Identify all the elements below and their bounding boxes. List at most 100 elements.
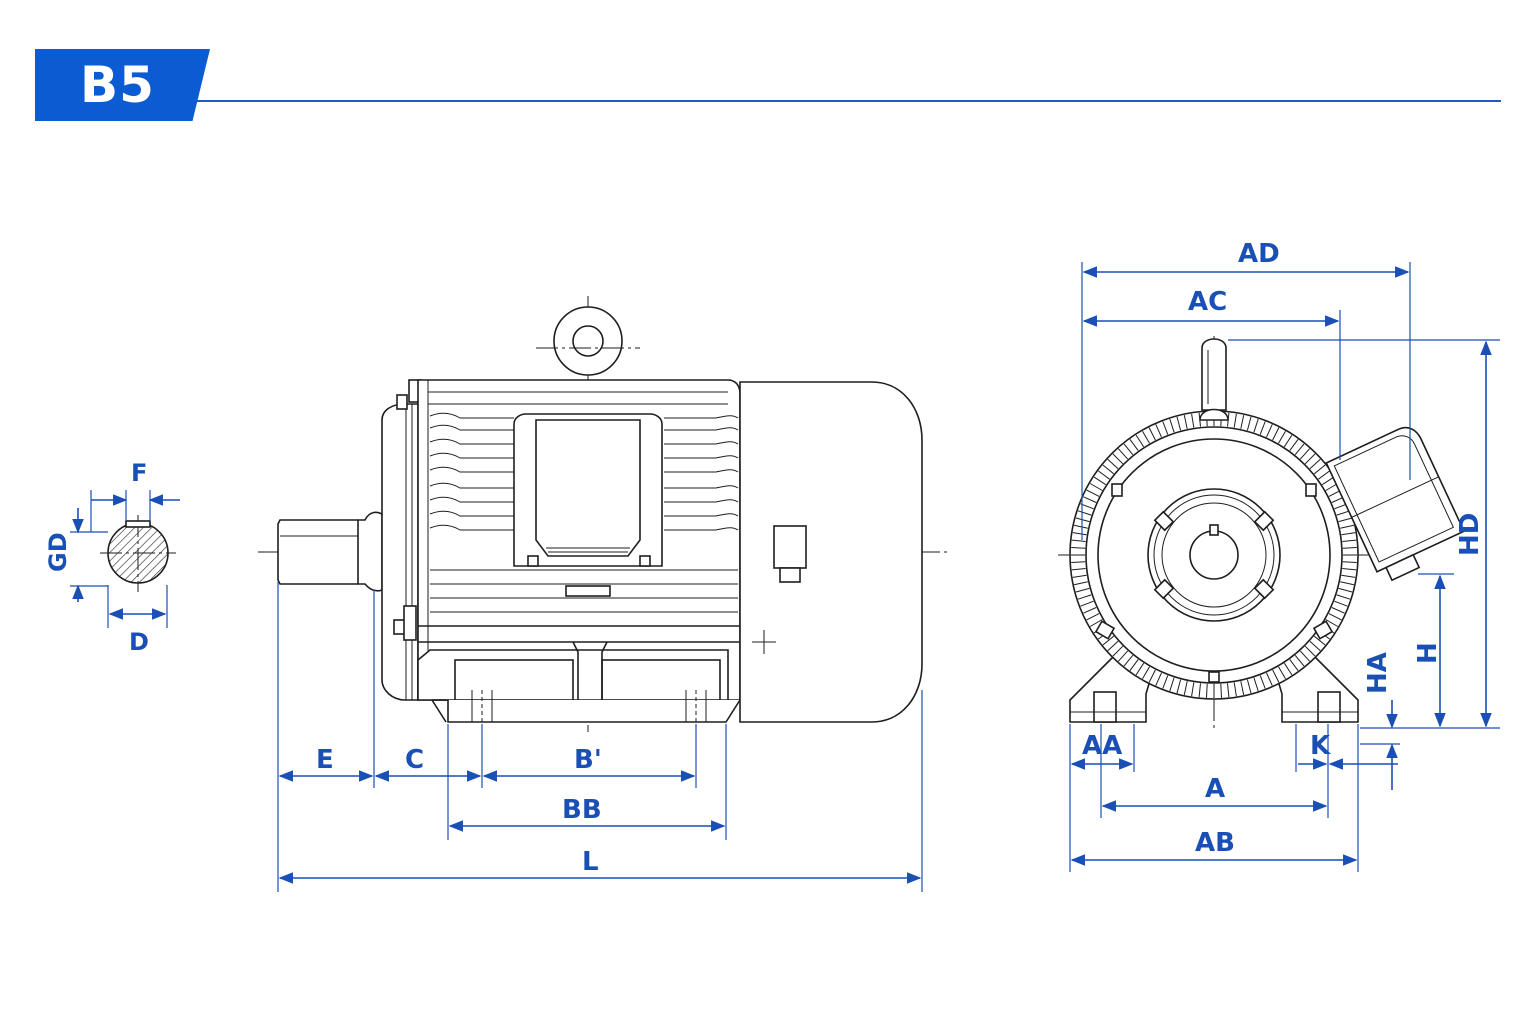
lifting-eye xyxy=(553,306,623,376)
fin-line xyxy=(1313,635,1326,646)
fin-line xyxy=(1080,503,1094,510)
fin-line xyxy=(1240,681,1245,696)
fin-line xyxy=(1123,443,1134,456)
fin-line xyxy=(1289,439,1299,451)
fin-line xyxy=(1309,640,1321,652)
fin-line xyxy=(1155,424,1162,438)
fin-line xyxy=(1220,683,1222,698)
fin-line xyxy=(1162,675,1169,689)
fin-line xyxy=(1198,683,1201,698)
fin-line xyxy=(1338,587,1353,593)
fin-line xyxy=(1071,539,1086,542)
fin-line xyxy=(1304,645,1316,657)
fin-line xyxy=(1117,650,1129,662)
fin-line xyxy=(1340,581,1355,586)
radial-fins xyxy=(1071,412,1357,698)
fin-line xyxy=(1336,510,1351,516)
fin-line xyxy=(1176,679,1182,694)
fin-line xyxy=(1259,421,1266,435)
fin-line xyxy=(1299,448,1311,460)
fin-line xyxy=(1107,458,1119,470)
fin-line xyxy=(1309,458,1321,470)
fin-line xyxy=(1259,675,1266,689)
label-C: C xyxy=(405,745,424,775)
label-GD: GD xyxy=(44,532,72,572)
fin-line xyxy=(1342,539,1357,542)
fin-line xyxy=(1266,672,1273,686)
badge-label: B5 xyxy=(80,56,155,114)
fin-line xyxy=(1112,645,1124,657)
fin-line xyxy=(1083,607,1097,614)
front-end-shield xyxy=(381,403,419,701)
fin-line xyxy=(1336,594,1351,600)
fin-line xyxy=(1142,666,1150,680)
fin-line xyxy=(1071,547,1086,549)
motor-side-view: E C B' BB L xyxy=(258,296,948,892)
fin-line xyxy=(1089,483,1103,491)
fin-line xyxy=(1253,418,1259,433)
fin-line xyxy=(1206,683,1208,698)
fin-line xyxy=(1086,489,1100,497)
fin-line xyxy=(1169,418,1175,433)
fin-line xyxy=(1283,662,1293,676)
fin-line xyxy=(1191,413,1195,428)
fin-line xyxy=(1240,414,1245,429)
fin-line xyxy=(1072,574,1087,578)
fin-line xyxy=(1328,613,1342,621)
fin-line xyxy=(1123,654,1134,667)
badge-background xyxy=(35,49,210,121)
fin-line xyxy=(1299,650,1311,662)
label-AD: AD xyxy=(1238,239,1280,269)
fin-line xyxy=(1233,682,1237,697)
fin-line xyxy=(1102,464,1115,475)
motor-feet xyxy=(432,699,741,723)
fin-line xyxy=(1278,666,1286,680)
label-HA: HA xyxy=(1363,652,1393,694)
fin-line xyxy=(1117,448,1129,460)
fin-line xyxy=(1278,430,1286,444)
fin-line xyxy=(1253,677,1259,692)
fin-line xyxy=(1313,464,1326,475)
fin-line xyxy=(1135,662,1145,676)
fin-line xyxy=(1169,677,1175,692)
lifting-lug xyxy=(1201,338,1227,411)
cooling-fins xyxy=(428,391,739,613)
fin-line xyxy=(1289,659,1299,671)
fin-line xyxy=(1112,453,1124,465)
label-A: A xyxy=(1205,774,1225,804)
fin-line xyxy=(1071,568,1086,571)
label-K: K xyxy=(1310,731,1331,761)
nameplate xyxy=(773,525,807,569)
fin-line xyxy=(1341,532,1356,536)
fin-line xyxy=(1129,439,1139,451)
fin-line xyxy=(1102,635,1115,646)
fin-line xyxy=(1183,681,1188,696)
fin-line xyxy=(1083,496,1097,503)
label-H: H xyxy=(1413,642,1443,664)
fin-line xyxy=(1246,416,1252,431)
fin-line xyxy=(1246,679,1252,694)
fin-line xyxy=(1318,470,1330,480)
fin-line xyxy=(1191,682,1195,697)
fin-line xyxy=(1148,427,1156,441)
fin-line xyxy=(1272,427,1280,441)
fin-line xyxy=(1142,430,1150,444)
fin-line xyxy=(1155,672,1162,686)
fin-line xyxy=(1075,517,1090,523)
fin-line xyxy=(1334,600,1348,607)
fin-line xyxy=(1272,669,1280,683)
fin-line xyxy=(1176,416,1182,431)
label-L: L xyxy=(582,847,599,877)
fin-line xyxy=(1071,561,1086,563)
label-AA: AA xyxy=(1082,731,1122,761)
fin-line xyxy=(1342,568,1357,571)
fin-line xyxy=(1080,600,1094,607)
fin-line xyxy=(1266,424,1273,438)
label-HD: HD xyxy=(1455,513,1485,556)
fan-cover xyxy=(739,381,923,723)
fin-line xyxy=(1107,640,1119,652)
fin-line xyxy=(1340,524,1355,529)
fin-line xyxy=(1233,413,1237,428)
fin-line xyxy=(1093,476,1107,486)
